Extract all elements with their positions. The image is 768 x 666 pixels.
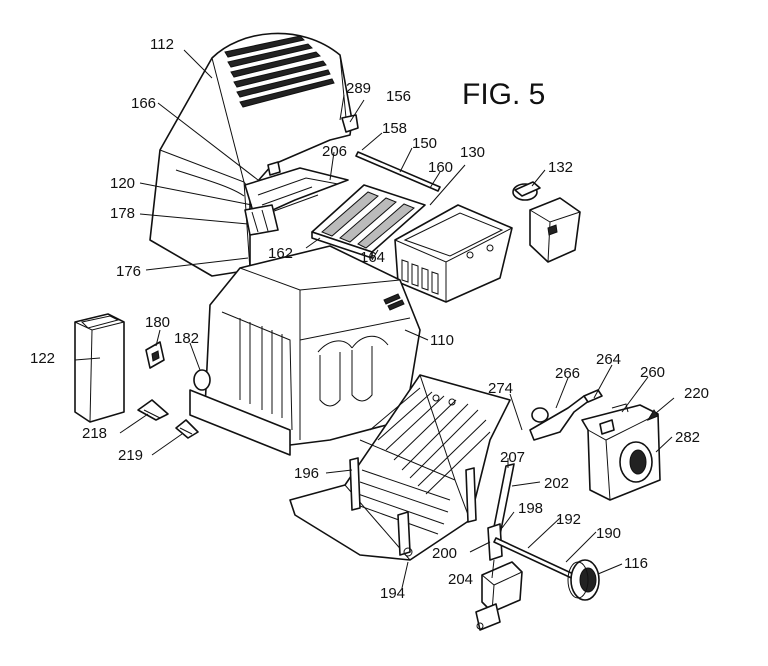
label-282: 282 bbox=[675, 429, 700, 446]
cover-112 bbox=[149, 32, 359, 277]
motor-unit-220 bbox=[581, 403, 661, 501]
grate-206 bbox=[311, 184, 426, 259]
label-220: 220 bbox=[684, 385, 709, 402]
block-204 bbox=[475, 561, 523, 631]
label-164: 164 bbox=[360, 249, 385, 266]
clips-218-219 bbox=[137, 399, 199, 439]
label-110: 110 bbox=[430, 332, 454, 349]
label-219: 219 bbox=[118, 447, 143, 464]
label-204: 204 bbox=[448, 571, 473, 588]
label-150: 150 bbox=[412, 135, 437, 152]
label-202: 202 bbox=[544, 475, 569, 492]
linkage-266 bbox=[529, 389, 603, 441]
tray-120 bbox=[244, 167, 349, 236]
label-120: 120 bbox=[110, 175, 135, 192]
label-112: 112 bbox=[150, 36, 174, 53]
arrow-220-head bbox=[646, 409, 659, 422]
basket-194 bbox=[289, 374, 511, 561]
label-206: 206 bbox=[322, 143, 347, 160]
label-176: 176 bbox=[116, 263, 141, 280]
label-178: 178 bbox=[110, 205, 135, 222]
label-156: 156 bbox=[386, 88, 411, 105]
rod-150 bbox=[355, 151, 441, 192]
label-196: 196 bbox=[294, 465, 319, 482]
label-158: 158 bbox=[382, 120, 407, 137]
label-194: 194 bbox=[380, 585, 405, 602]
figure-title: FIG. 5 bbox=[462, 78, 545, 111]
label-200: 200 bbox=[432, 545, 457, 562]
label-260: 260 bbox=[640, 364, 665, 381]
label-162: 162 bbox=[268, 245, 293, 262]
cover-vents bbox=[224, 35, 335, 108]
label-130: 130 bbox=[460, 144, 485, 161]
reference-labels: 112 289 156 166 158 150 206 130 132 120 … bbox=[30, 36, 709, 602]
label-198: 198 bbox=[518, 500, 543, 517]
part-132 bbox=[512, 181, 581, 263]
dial-116 bbox=[567, 559, 600, 601]
housing-110 bbox=[189, 245, 421, 456]
label-289: 289 bbox=[346, 80, 371, 97]
box-130 bbox=[394, 204, 513, 303]
label-266: 266 bbox=[555, 365, 580, 382]
label-122: 122 bbox=[30, 350, 55, 367]
piece-180 bbox=[145, 341, 165, 369]
label-192: 192 bbox=[556, 511, 581, 528]
label-190: 190 bbox=[596, 525, 621, 542]
label-182: 182 bbox=[174, 330, 199, 347]
label-218: 218 bbox=[82, 425, 107, 442]
label-166: 166 bbox=[131, 95, 156, 112]
label-116: 116 bbox=[624, 555, 648, 572]
panel-122 bbox=[74, 313, 125, 423]
label-264: 264 bbox=[596, 351, 621, 368]
label-132: 132 bbox=[548, 159, 573, 176]
leader-lines bbox=[74, 49, 673, 589]
label-207: 207 bbox=[500, 449, 525, 466]
label-160: 160 bbox=[428, 159, 453, 176]
label-274: 274 bbox=[488, 380, 513, 397]
label-180: 180 bbox=[145, 314, 170, 331]
